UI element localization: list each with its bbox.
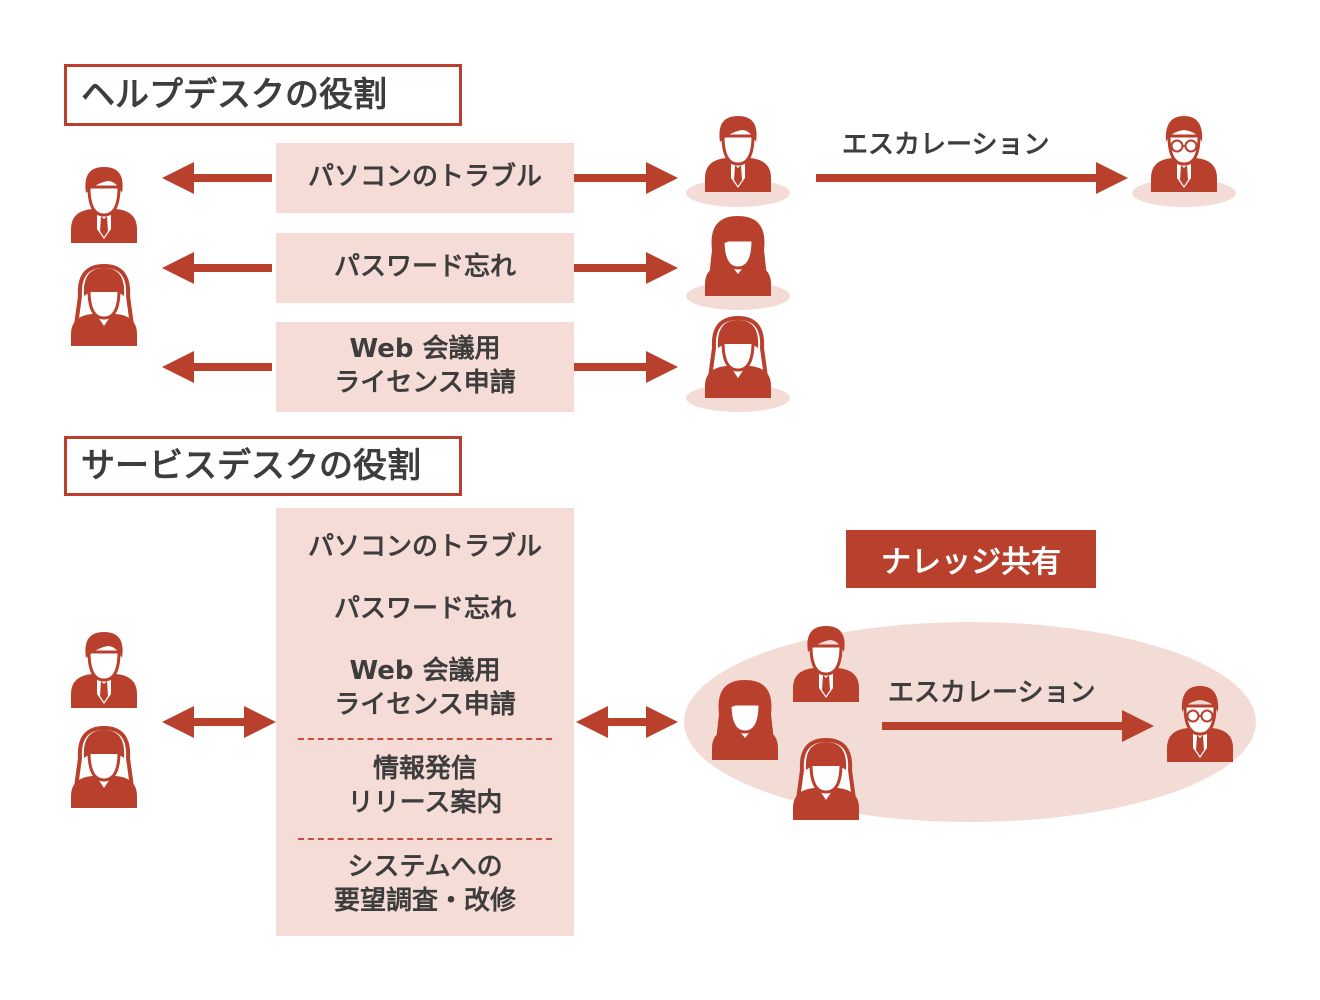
servicedesk-topic-password: パスワード忘れ [333, 594, 516, 624]
divider [298, 738, 552, 740]
arrow-left [162, 252, 272, 284]
escalation-arrow [816, 162, 1128, 194]
arrow-right [574, 351, 678, 383]
staff-man-icon [703, 114, 773, 194]
escalation-arrow [882, 710, 1154, 742]
staff-woman-icon [703, 214, 773, 298]
servicedesk-title: サービスデスクの役割 [64, 436, 462, 496]
servicedesk-topic-system-request: システムへの 要望調査・改修 [333, 852, 516, 916]
helpdesk-topic-password: パスワード忘れ [276, 233, 574, 303]
arrow-right [574, 162, 678, 194]
arrow-right [574, 252, 678, 284]
double-arrow [162, 706, 276, 738]
helpdesk-title: ヘルプデスクの役割 [64, 64, 462, 126]
helpdesk-topic-web-license: Web 会議用 ライセンス申請 [276, 322, 574, 412]
user-man-icon [69, 630, 139, 710]
servicedesk-topics-box: パソコンのトラブル パスワード忘れ Web 会議用 ライセンス申請 情報発信 リ… [276, 508, 574, 936]
servicedesk-topic-pc-trouble: パソコンのトラブル [307, 532, 542, 562]
user-woman-icon [69, 264, 139, 348]
arrow-left [162, 162, 272, 194]
staff-woman-long-hair-icon [703, 316, 773, 400]
helpdesk-escalation-label: エスカレーション [842, 130, 1050, 160]
staff-woman-icon [710, 678, 780, 762]
double-arrow [576, 706, 678, 738]
servicedesk-topic-web-license: Web 会議用 ライセンス申請 [334, 656, 516, 720]
expert-man-glasses-icon [1149, 114, 1219, 194]
divider [298, 838, 552, 840]
knowledge-sharing-badge: ナレッジ共有 [846, 530, 1096, 588]
servicedesk-topic-info-release: 情報発信 リリース案内 [347, 754, 503, 818]
user-man-icon [69, 165, 139, 245]
arrow-left [162, 351, 272, 383]
staff-woman-long-hair-icon [791, 738, 861, 822]
user-woman-icon [69, 726, 139, 810]
servicedesk-escalation-label: エスカレーション [888, 678, 1096, 708]
helpdesk-topic-pc-trouble: パソコンのトラブル [276, 143, 574, 213]
